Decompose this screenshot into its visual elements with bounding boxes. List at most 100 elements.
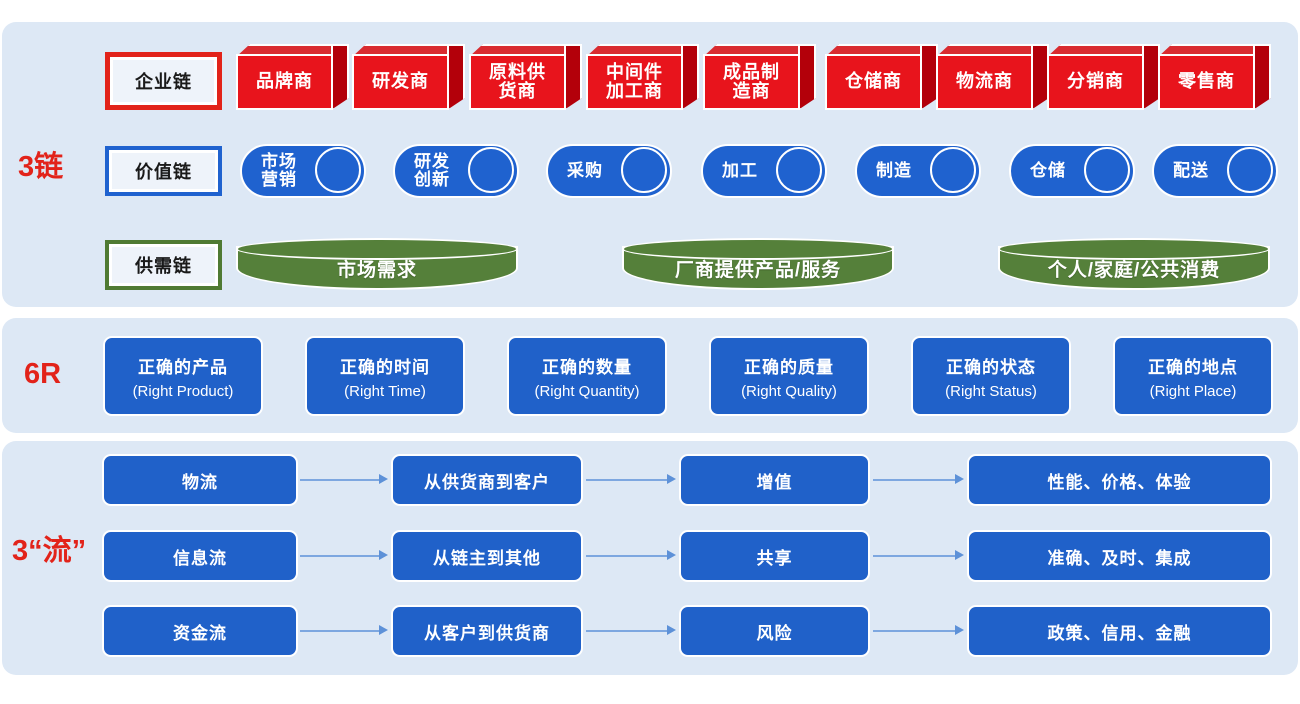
supply-demand-node[interactable]: 厂商提供产品/服务 xyxy=(622,238,894,290)
enterprise-node-box[interactable]: 分销商 xyxy=(1047,44,1160,110)
supply-demand-node-label: 个人/家庭/公共消费 xyxy=(1047,259,1221,281)
box-side-face xyxy=(564,44,582,110)
flow-focus-box[interactable]: 增值 xyxy=(679,454,870,506)
cylinder-cap xyxy=(1227,147,1273,193)
flow-arrow xyxy=(300,550,388,561)
value-chain-node[interactable]: 研发创新 xyxy=(393,144,519,198)
box-side-face xyxy=(447,44,465,110)
enterprise-node-label: 研发商 xyxy=(352,54,449,110)
enterprise-node-label: 中间件加工商 xyxy=(586,54,683,110)
six-r-card[interactable]: 正确的地点 (Right Place) xyxy=(1113,336,1273,416)
arrow-head-icon xyxy=(667,474,676,484)
six-r-card-cn: 正确的状态 xyxy=(946,357,1036,377)
disk-lid xyxy=(998,238,1270,260)
enterprise-node-box[interactable]: 物流商 xyxy=(936,44,1049,110)
six-r-card-en: (Right Place) xyxy=(1149,382,1237,400)
flow-focus-box[interactable]: 共享 xyxy=(679,530,870,582)
arrow-shaft xyxy=(873,479,957,481)
legend-key-supply-demand-chain-label: 供需链 xyxy=(135,256,192,276)
flow-name-box[interactable]: 资金流 xyxy=(102,605,298,657)
box-side-face xyxy=(681,44,699,110)
box-side-face xyxy=(331,44,349,110)
six-r-card-en: (Right Quality) xyxy=(741,382,837,400)
arrow-head-icon xyxy=(379,474,388,484)
flow-attributes-box[interactable]: 准确、及时、集成 xyxy=(967,530,1272,582)
value-chain-node-label: 配送 xyxy=(1173,160,1209,180)
enterprise-node-box[interactable]: 成品制造商 xyxy=(703,44,816,110)
disk-lid xyxy=(236,238,518,260)
value-chain-node[interactable]: 采购 xyxy=(546,144,672,198)
legend-key-enterprise-chain-label: 企业链 xyxy=(135,72,192,92)
flow-direction-box[interactable]: 从客户到供货商 xyxy=(391,605,583,657)
flow-arrow xyxy=(873,625,964,636)
legend-key-value-chain-label: 价值链 xyxy=(135,162,192,182)
six-r-card[interactable]: 正确的产品 (Right Product) xyxy=(103,336,263,416)
value-chain-node[interactable]: 仓储 xyxy=(1009,144,1135,198)
legend-key-supply-demand-chain[interactable]: 供需链 xyxy=(105,240,222,290)
enterprise-node-label: 成品制造商 xyxy=(703,54,800,110)
flow-name-box[interactable]: 物流 xyxy=(102,454,298,506)
section-label-six-r: 6R xyxy=(24,358,62,390)
cylinder-cap xyxy=(776,147,822,193)
arrow-head-icon xyxy=(667,625,676,635)
enterprise-node-box[interactable]: 零售商 xyxy=(1158,44,1271,110)
flow-arrow xyxy=(586,474,676,485)
legend-key-enterprise-chain[interactable]: 企业链 xyxy=(105,52,222,110)
flow-arrow xyxy=(300,474,388,485)
flow-attributes-box[interactable]: 性能、价格、体验 xyxy=(967,454,1272,506)
flow-focus-box[interactable]: 风险 xyxy=(679,605,870,657)
arrow-head-icon xyxy=(955,625,964,635)
arrow-head-icon xyxy=(955,474,964,484)
arrow-head-icon xyxy=(379,625,388,635)
flow-arrow xyxy=(586,550,676,561)
enterprise-node-label: 原料供货商 xyxy=(469,54,566,110)
disk-lid xyxy=(622,238,894,260)
enterprise-node-box[interactable]: 品牌商 xyxy=(236,44,349,110)
arrow-shaft xyxy=(586,479,669,481)
enterprise-node-box[interactable]: 仓储商 xyxy=(825,44,938,110)
value-chain-node[interactable]: 市场营销 xyxy=(240,144,366,198)
enterprise-node-box[interactable]: 研发商 xyxy=(352,44,465,110)
arrow-shaft xyxy=(586,555,669,557)
value-chain-node-label: 加工 xyxy=(722,160,758,180)
enterprise-node-label: 仓储商 xyxy=(825,54,922,110)
flow-arrow xyxy=(300,625,388,636)
supply-demand-node[interactable]: 个人/家庭/公共消费 xyxy=(998,238,1270,290)
enterprise-node-label: 物流商 xyxy=(936,54,1033,110)
value-chain-node-label: 研发创新 xyxy=(414,151,450,189)
enterprise-node-box[interactable]: 原料供货商 xyxy=(469,44,582,110)
enterprise-node-label: 品牌商 xyxy=(236,54,333,110)
supply-demand-node[interactable]: 市场需求 xyxy=(236,238,518,290)
value-chain-node[interactable]: 加工 xyxy=(701,144,827,198)
flow-attributes-box[interactable]: 政策、信用、金融 xyxy=(967,605,1272,657)
six-r-card[interactable]: 正确的状态 (Right Status) xyxy=(911,336,1071,416)
six-r-card-cn: 正确的时间 xyxy=(340,357,430,377)
six-r-card[interactable]: 正确的数量 (Right Quantity) xyxy=(507,336,667,416)
arrow-shaft xyxy=(300,555,381,557)
arrow-shaft xyxy=(873,630,957,632)
flow-arrow xyxy=(873,550,964,561)
arrow-shaft xyxy=(300,479,381,481)
arrow-head-icon xyxy=(955,550,964,560)
flow-direction-box[interactable]: 从供货商到客户 xyxy=(391,454,583,506)
value-chain-node[interactable]: 配送 xyxy=(1152,144,1278,198)
six-r-card-cn: 正确的地点 xyxy=(1148,357,1238,377)
flow-name-box[interactable]: 信息流 xyxy=(102,530,298,582)
value-chain-node-label: 制造 xyxy=(876,160,912,180)
arrow-shaft xyxy=(586,630,669,632)
value-chain-node[interactable]: 制造 xyxy=(855,144,981,198)
enterprise-node-box[interactable]: 中间件加工商 xyxy=(586,44,699,110)
flow-direction-box[interactable]: 从链主到其他 xyxy=(391,530,583,582)
section-label-three-flows: 3“流” xyxy=(12,535,87,567)
arrow-head-icon xyxy=(379,550,388,560)
value-chain-node-label: 仓储 xyxy=(1030,160,1066,180)
six-r-card[interactable]: 正确的质量 (Right Quality) xyxy=(709,336,869,416)
arrow-head-icon xyxy=(667,550,676,560)
cylinder-cap xyxy=(468,147,514,193)
legend-key-value-chain[interactable]: 价值链 xyxy=(105,146,222,196)
six-r-card-cn: 正确的质量 xyxy=(744,357,834,377)
six-r-card[interactable]: 正确的时间 (Right Time) xyxy=(305,336,465,416)
value-chain-node-label: 市场营销 xyxy=(261,151,297,189)
flow-arrow xyxy=(586,625,676,636)
